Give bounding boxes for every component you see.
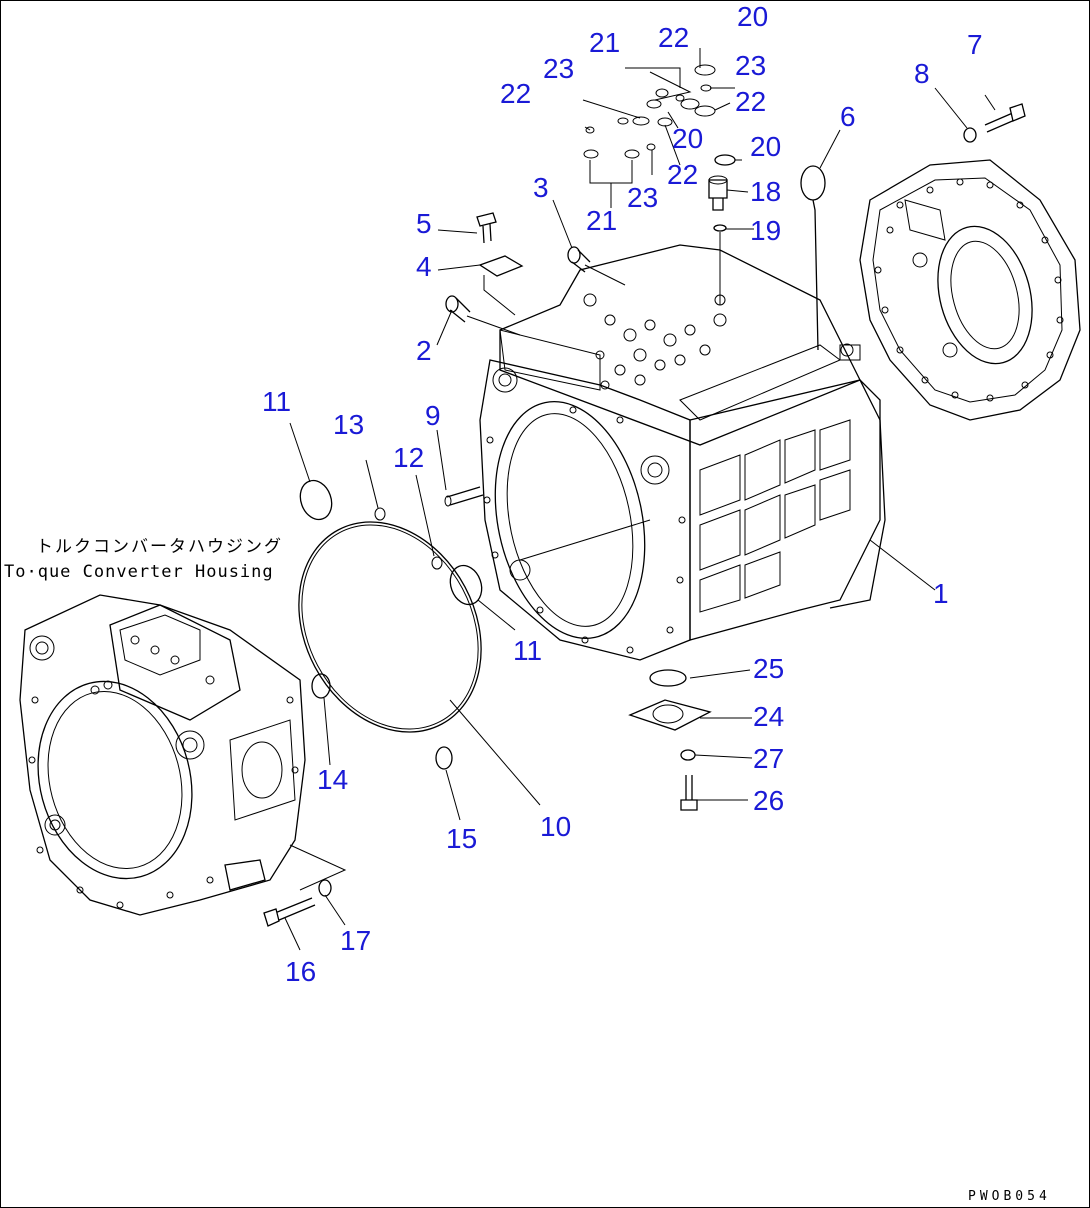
callout-22: 22 — [735, 86, 766, 117]
callout-21: 21 — [586, 205, 617, 236]
callout-20: 20 — [737, 1, 768, 32]
callout-2: 2 — [416, 335, 432, 366]
callout-20: 20 — [672, 123, 703, 154]
callout-6: 6 — [840, 101, 856, 132]
callout-12: 12 — [393, 442, 424, 473]
caption-english: To·que Converter Housing — [4, 562, 274, 582]
callout-26: 26 — [753, 785, 784, 816]
drawing-code: PWOB054 — [968, 1189, 1051, 1204]
callout-labels: 20 22 21 23 23 22 22 20 20 22 23 21 18 1… — [262, 1, 983, 987]
callout-19: 19 — [750, 215, 781, 246]
callout-13: 13 — [333, 409, 364, 440]
callout-11: 11 — [513, 635, 542, 666]
callout-11: 11 — [262, 386, 291, 417]
callout-22: 22 — [667, 159, 698, 190]
leader-lines — [284, 48, 996, 951]
callout-9: 9 — [425, 400, 441, 431]
small-parts — [263, 64, 1026, 927]
caption-japanese: トルクコンバータハウジング — [36, 537, 283, 557]
callout-21: 21 — [589, 27, 620, 58]
callout-17: 17 — [340, 925, 371, 956]
torque-converter-housing — [19, 594, 306, 916]
callout-23: 23 — [735, 50, 766, 81]
callout-4: 4 — [416, 251, 432, 282]
callout-3: 3 — [533, 172, 549, 203]
callout-23: 23 — [627, 182, 658, 213]
callout-25: 25 — [753, 653, 784, 684]
callout-5: 5 — [416, 208, 432, 239]
callout-18: 18 — [750, 176, 781, 207]
callout-16: 16 — [285, 956, 316, 987]
callout-7: 7 — [967, 29, 983, 60]
transmission-case — [479, 244, 886, 661]
callout-1: 1 — [933, 578, 949, 609]
callout-23: 23 — [543, 53, 574, 84]
callout-27: 27 — [753, 743, 784, 774]
callout-14: 14 — [317, 764, 348, 795]
callout-15: 15 — [446, 823, 477, 854]
callout-22: 22 — [658, 22, 689, 53]
callout-22: 22 — [500, 78, 531, 109]
callout-24: 24 — [753, 701, 784, 732]
rear-housing — [859, 159, 1081, 421]
callout-8: 8 — [914, 58, 930, 89]
callout-20: 20 — [750, 131, 781, 162]
callout-10: 10 — [540, 811, 571, 842]
